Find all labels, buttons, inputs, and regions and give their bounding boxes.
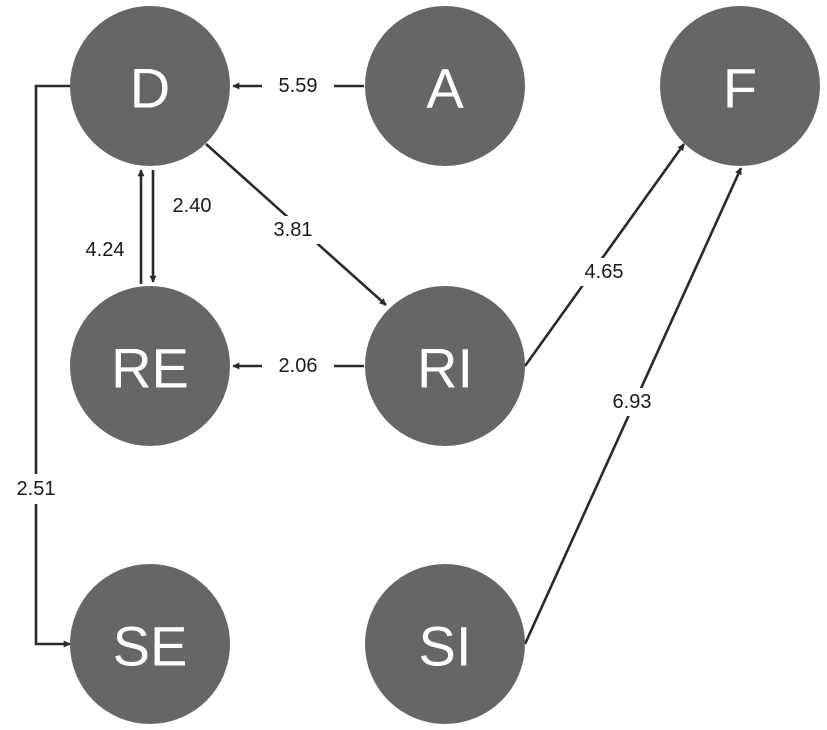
edge-label-d-ri: 3.81 (274, 219, 313, 241)
node-se-label: SE (113, 615, 188, 678)
node-d: D (70, 6, 230, 166)
node-ri-circle (365, 286, 525, 446)
edge-label-d-re: 2.40 (173, 195, 212, 217)
edge-label-ri-re: 2.06 (279, 355, 318, 377)
node-si-label: SI (419, 615, 472, 678)
node-re-label: RE (111, 337, 189, 400)
node-si: SI (365, 564, 525, 724)
node-a: A (365, 6, 525, 166)
node-d-label: D (130, 57, 170, 120)
node-si-circle (365, 564, 525, 724)
edge-label-re-d: 4.24 (86, 239, 125, 261)
node-a-circle (365, 6, 525, 166)
edge-labels: 5.59 2.40 4.24 3.81 2.06 4.65 6.93 2.51 (6, 72, 662, 504)
node-f: F (660, 6, 820, 166)
node-a-label: A (426, 57, 464, 120)
node-se-circle (70, 564, 230, 724)
node-se: SE (70, 564, 230, 724)
node-d-circle (70, 6, 230, 166)
edge-ri-to-f (523, 143, 686, 367)
edge-label-ri-f: 4.65 (585, 261, 624, 283)
node-ri: RI (365, 286, 525, 446)
node-re-circle (70, 286, 230, 446)
node-re: RE (70, 286, 230, 446)
node-f-circle (660, 6, 820, 166)
edge-label-si-f: 6.93 (613, 391, 652, 413)
node-ri-label: RI (417, 337, 473, 400)
edge-d-to-se (34, 84, 71, 648)
edge-label-a-d: 5.59 (279, 75, 318, 97)
node-f-label: F (723, 57, 757, 120)
edge-label-d-se: 2.51 (17, 478, 56, 500)
